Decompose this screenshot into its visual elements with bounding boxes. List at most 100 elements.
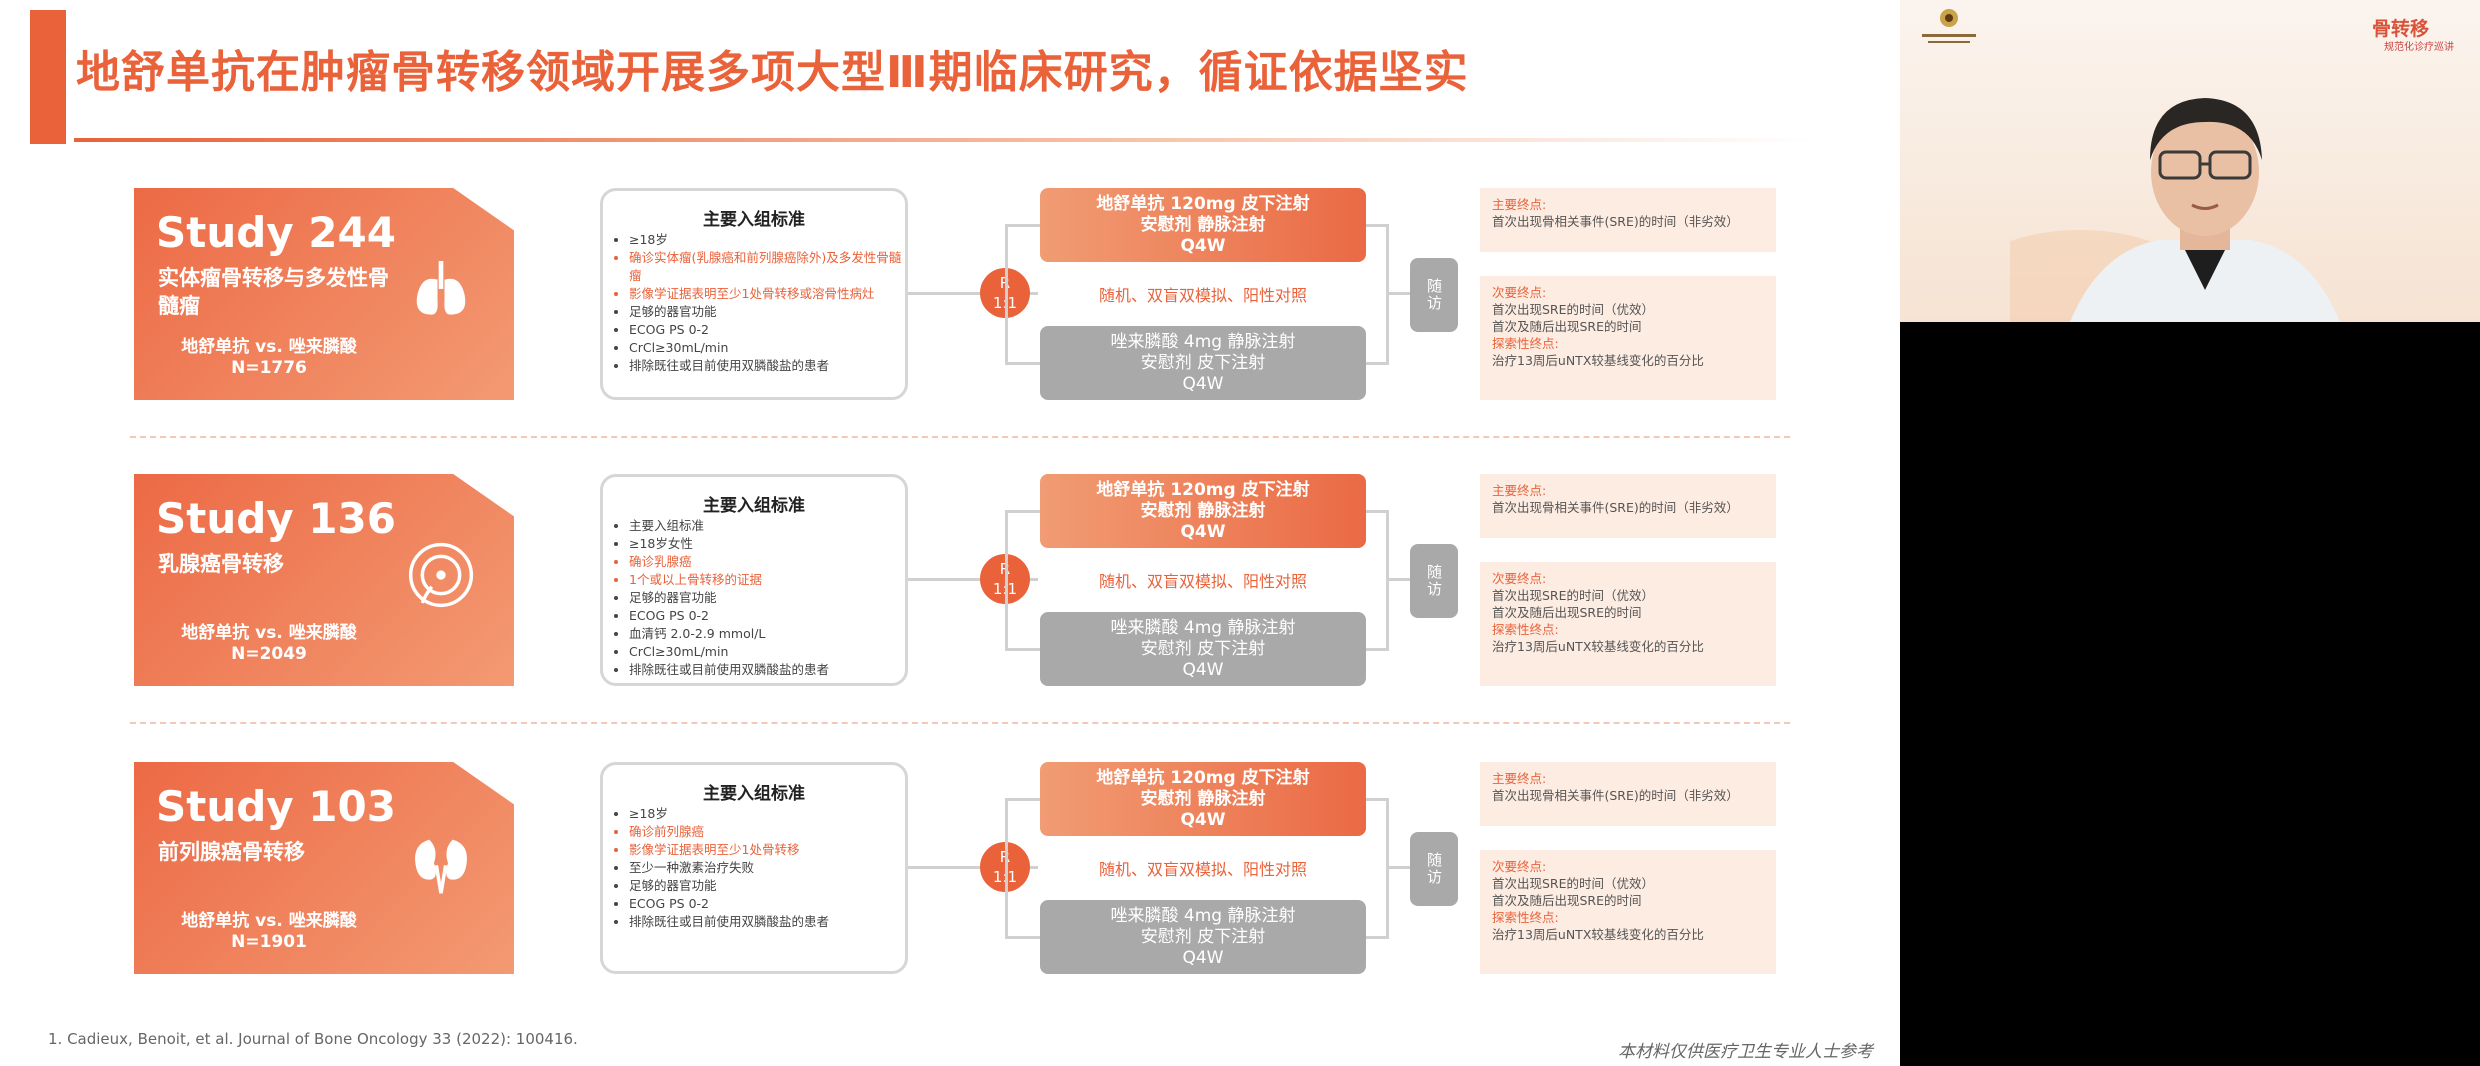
blinding-label: 随机、双盲双模拟、阳性对照 xyxy=(1098,860,1307,879)
secondary-endpoint-label: 次要终点: xyxy=(1492,571,1547,586)
study-name: Study 103 xyxy=(156,782,396,831)
followup-box: 随访 xyxy=(1410,544,1458,618)
arm-line: Q4W xyxy=(1180,235,1226,256)
presenter-video: 骨转移 规范化诊疗巡讲 xyxy=(1900,0,2480,322)
connector-line xyxy=(1005,798,1008,938)
exploratory-endpoint-text: 治疗13周后uNTX较基线变化的百分比 xyxy=(1492,353,1704,368)
row-divider xyxy=(130,722,1790,724)
primary-endpoint-box: 主要终点: 首次出现骨相关事件(SRE)的时间（非劣效） xyxy=(1480,474,1776,538)
criterion-item: 确诊乳腺癌 xyxy=(629,553,909,571)
presenter-figure xyxy=(2010,98,2340,322)
rand-ratio: 1:1 xyxy=(993,867,1017,887)
study-indication: 实体瘤骨转移与多发性骨髓瘤 xyxy=(158,266,389,318)
primary-endpoint-label: 主要终点: xyxy=(1492,197,1547,212)
connector-line xyxy=(1386,578,1410,581)
criteria-list: ≥18岁确诊实体瘤(乳腺癌和前列腺癌除外)及多发性骨髓瘤影像学证据表明至少1处骨… xyxy=(613,231,909,375)
criterion-item: ECOG PS 0-2 xyxy=(629,895,909,913)
criteria-title: 主要入组标准 xyxy=(703,210,805,230)
event-logo-subtitle: 规范化诊疗巡讲 xyxy=(2384,42,2454,53)
connector-line xyxy=(908,866,980,869)
title-underline xyxy=(74,138,1814,142)
connector-line xyxy=(1030,578,1038,581)
exploratory-endpoint-text: 治疗13周后uNTX较基线变化的百分比 xyxy=(1492,927,1704,942)
connector-line xyxy=(1005,510,1008,650)
secondary-endpoint-box: 次要终点: 首次出现SRE的时间（优效） 首次及随后出现SRE的时间探索性终点: 治疗… xyxy=(1480,276,1776,400)
empty-video-area xyxy=(1900,322,2480,1066)
study-comparison: 地舒单抗 vs. 唑来膦酸 xyxy=(181,911,357,931)
rand-ratio: 1:1 xyxy=(993,293,1017,313)
secondary-endpoint-line: 首次出现SRE的时间（优效） xyxy=(1492,588,1655,603)
criterion-item: 1个或以上骨转移的证据 xyxy=(629,571,909,589)
kidney-icon xyxy=(402,824,480,902)
connector-line xyxy=(1366,510,1388,513)
secondary-endpoint-label: 次要终点: xyxy=(1492,285,1547,300)
connector-line xyxy=(1366,648,1388,651)
secondary-endpoint-line: 首次出现SRE的时间（优效） xyxy=(1492,302,1655,317)
arm-line: Q4W xyxy=(1182,659,1224,680)
secondary-endpoint-line: 首次及随后出现SRE的时间 xyxy=(1492,605,1642,620)
secondary-endpoint-line: 首次及随后出现SRE的时间 xyxy=(1492,319,1642,334)
criterion-item: ECOG PS 0-2 xyxy=(629,607,909,625)
study-indication: 乳腺癌骨转移 xyxy=(158,552,284,576)
criterion-item: 足够的器官功能 xyxy=(629,589,909,607)
exploratory-endpoint-label: 探索性终点: xyxy=(1492,622,1559,637)
connector-line xyxy=(1030,866,1038,869)
connector-line xyxy=(1386,292,1410,295)
study-sample-size: N=1776 xyxy=(231,358,307,378)
arm-line: 唑来膦酸 4mg 静脉注射 xyxy=(1110,331,1296,352)
study-comparison: 地舒单抗 vs. 唑来膦酸 xyxy=(181,623,357,643)
primary-endpoint-text: 首次出现骨相关事件(SRE)的时间（非劣效） xyxy=(1492,214,1739,229)
blinding-label: 随机、双盲双模拟、阳性对照 xyxy=(1098,572,1307,591)
rand-ratio: 1:1 xyxy=(993,579,1017,599)
arm-line: 安慰剂 皮下注射 xyxy=(1140,638,1266,659)
primary-endpoint-text: 首次出现骨相关事件(SRE)的时间（非劣效） xyxy=(1492,500,1739,515)
arm-line: 地舒单抗 120mg 皮下注射 xyxy=(1096,479,1310,500)
criteria-title: 主要入组标准 xyxy=(703,496,805,516)
connector-line xyxy=(1005,798,1040,801)
society-logo-icon xyxy=(1922,9,1976,43)
arm-line: 唑来膦酸 4mg 静脉注射 xyxy=(1110,617,1296,638)
inclusion-criteria-box: 主要入组标准≥18岁确诊实体瘤(乳腺癌和前列腺癌除外)及多发性骨髓瘤影像学证据表… xyxy=(600,188,908,400)
primary-endpoint-box: 主要终点: 首次出现骨相关事件(SRE)的时间（非劣效） xyxy=(1480,188,1776,252)
criterion-item: CrCl≥30mL/min xyxy=(629,339,909,357)
criteria-list: 主要入组标准≥18岁女性确诊乳腺癌1个或以上骨转移的证据足够的器官功能ECOG … xyxy=(613,517,909,679)
connector-line xyxy=(1005,224,1008,364)
criterion-item: 至少一种激素治疗失败 xyxy=(629,859,909,877)
connector-line xyxy=(1005,510,1040,513)
criterion-item: 影像学证据表明至少1处骨转移 xyxy=(629,841,909,859)
footnote: 1. Cadieux, Benoit, et al. Journal of Bo… xyxy=(48,1030,578,1048)
secondary-endpoint-line: 首次及随后出现SRE的时间 xyxy=(1492,893,1642,908)
inclusion-criteria-box: 主要入组标准≥18岁确诊前列腺癌影像学证据表明至少1处骨转移至少一种激素治疗失败… xyxy=(600,762,908,974)
arm-line: 地舒单抗 120mg 皮下注射 xyxy=(1096,767,1310,788)
primary-endpoint-text: 首次出现骨相关事件(SRE)的时间（非劣效） xyxy=(1492,788,1739,803)
study-sample-size: N=2049 xyxy=(231,644,307,664)
criterion-item: 影像学证据表明至少1处骨转移或溶骨性病灶 xyxy=(629,285,909,303)
arm-line: 安慰剂 静脉注射 xyxy=(1140,500,1266,521)
connector-line xyxy=(1005,936,1040,939)
primary-endpoint-label: 主要终点: xyxy=(1492,771,1547,786)
exploratory-endpoint-label: 探索性终点: xyxy=(1492,336,1559,351)
connector-line xyxy=(1005,224,1040,227)
criterion-item: 确诊实体瘤(乳腺癌和前列腺癌除外)及多发性骨髓瘤 xyxy=(629,249,909,285)
primary-endpoint-label: 主要终点: xyxy=(1492,483,1547,498)
connector-line xyxy=(908,578,980,581)
criterion-item: ≥18岁 xyxy=(629,805,909,823)
arm-line: 唑来膦酸 4mg 静脉注射 xyxy=(1110,905,1296,926)
primary-endpoint-box: 主要终点: 首次出现骨相关事件(SRE)的时间（非劣效） xyxy=(1480,762,1776,826)
arm-line: Q4W xyxy=(1182,947,1224,968)
slide-title: 地舒单抗在肿瘤骨转移领域开展多项大型Ⅲ期临床研究，循证依据坚实 xyxy=(76,47,1469,98)
connector-line xyxy=(1005,648,1040,651)
criteria-list: ≥18岁确诊前列腺癌影像学证据表明至少1处骨转移至少一种激素治疗失败足够的器官功… xyxy=(613,805,909,931)
disclaimer: 本材料仅供医疗卫生专业人士参考 xyxy=(1618,1042,1873,1062)
title-accent-bar xyxy=(30,10,66,144)
arm-line: 安慰剂 静脉注射 xyxy=(1140,788,1266,809)
exploratory-endpoint-label: 探索性终点: xyxy=(1492,910,1559,925)
